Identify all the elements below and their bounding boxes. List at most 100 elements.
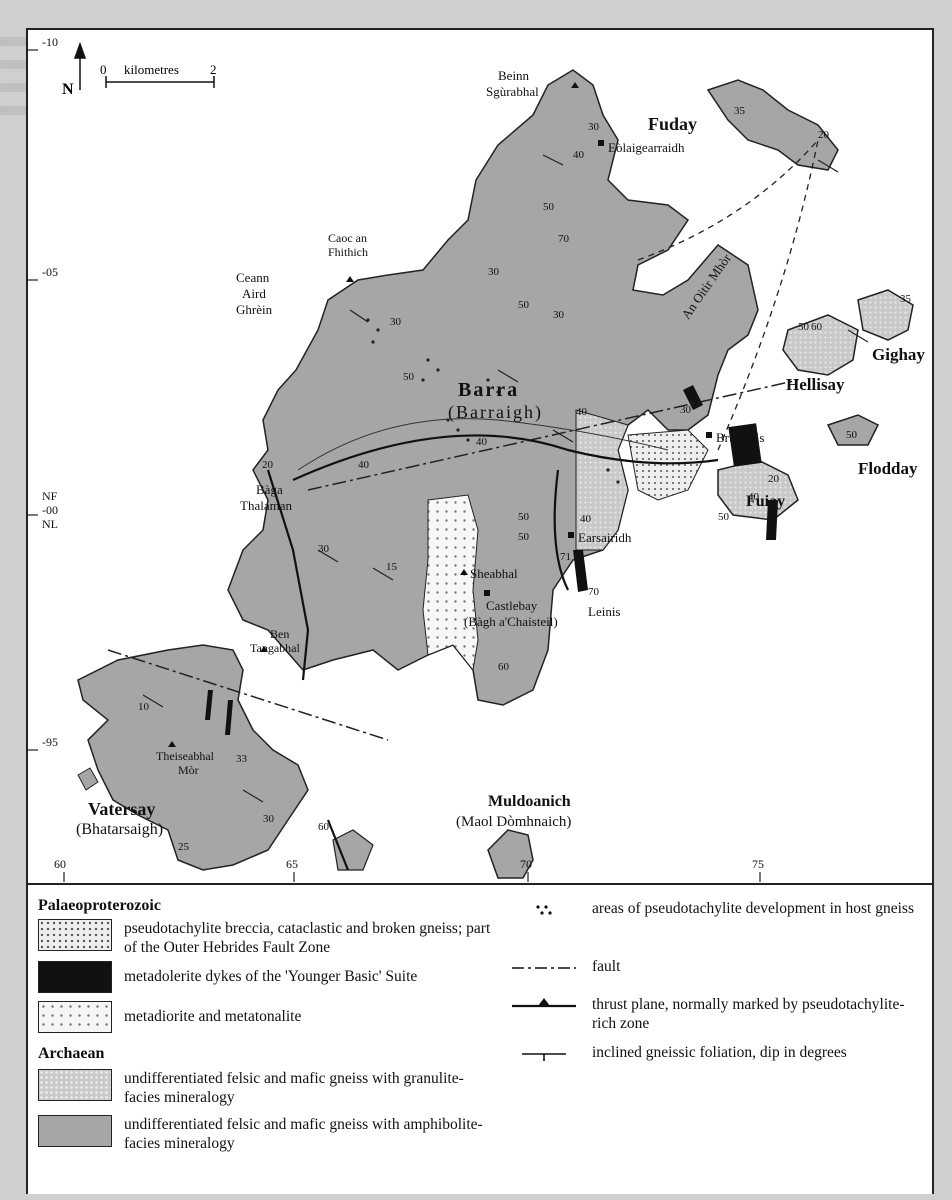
- hill-markers: [168, 82, 579, 747]
- place-label-baga-thalaman: Bàga: [256, 482, 283, 497]
- island-label-vatersay-gaelic: (Bhatarsaigh): [76, 821, 163, 838]
- place-label-castlebay-gaelic: (Bàgh a'Chaisteil): [464, 614, 558, 629]
- legend-label: pseudotachylite breccia, cataclastic and…: [124, 920, 491, 956]
- fuday-island: [706, 79, 839, 171]
- place-label-leinis: Leinis: [588, 604, 621, 619]
- grid-label-bottom: 60: [54, 857, 66, 871]
- grid-label-left: -05: [42, 265, 58, 279]
- grid-label-left: NF: [42, 489, 58, 503]
- island-label-barra-gaelic: (Barraigh): [448, 402, 543, 423]
- dykes: [205, 385, 778, 735]
- muldoanich-island: [487, 829, 534, 879]
- dots-symbol: [536, 905, 552, 915]
- map-legend: Palaeoproterozoic pseudotachylite brecci…: [28, 883, 932, 1194]
- dip-label: 71: [560, 551, 571, 563]
- metadiorite-swatch: [38, 1001, 112, 1033]
- legend-item-dykes: metadolerite dykes of the 'Younger Basic…: [38, 961, 498, 993]
- place-label-caoc-an-fhithich: Caoc an: [328, 231, 367, 245]
- legend-item-amphibolite: undifferentiated felsic and mafic gneiss…: [38, 1115, 498, 1153]
- legend-label: inclined gneissic foliation, dip in degr…: [592, 1044, 847, 1061]
- legend-label: fault: [592, 958, 621, 975]
- north-label: N: [62, 81, 74, 98]
- grid-label-left: -10: [42, 35, 58, 49]
- dip-label: 35: [900, 293, 912, 305]
- dip-label: 40: [748, 491, 760, 503]
- dip-label: 40: [476, 436, 488, 448]
- place-label-theiseabhal-mor: Mòr: [178, 763, 199, 777]
- faults: [107, 379, 799, 741]
- legend-heading-archaean: Archaean: [38, 1045, 105, 1062]
- grid-ticks: [28, 49, 761, 882]
- legend-label: metadiorite and metatonalite: [124, 1008, 302, 1025]
- dip-label: 30: [390, 316, 402, 328]
- scale-bar: [105, 76, 215, 88]
- legend-label: areas of pseudotachylite development in …: [592, 900, 914, 917]
- island-label-muldoanich: Muldoanich: [488, 793, 571, 810]
- dip-label: 40: [576, 406, 588, 418]
- place-label-eolaigearraidh: Eòlaigearraidh: [608, 140, 685, 155]
- island-label-gighay: Gighay: [872, 345, 925, 364]
- foliation-symbol: [522, 1053, 566, 1061]
- amphibolite-swatch: [38, 1115, 112, 1147]
- dip-label: 60: [811, 321, 823, 333]
- hellisay-island: [782, 314, 859, 376]
- dip-label: 50: [846, 429, 858, 441]
- legend-label: undifferentiated felsic and mafic gneiss…: [124, 1116, 483, 1152]
- dip-label: 40: [573, 149, 585, 161]
- place-label-theiseabhal-mor: Theiseabhal: [156, 749, 215, 763]
- granulite-zone: [575, 409, 629, 551]
- grid-label-bottom: 65: [286, 857, 298, 871]
- dip-label: 60: [498, 661, 510, 673]
- dyke-swatch: [38, 961, 112, 993]
- dip-label: 50: [518, 511, 530, 523]
- legend-symbol-pseudotachylite-dots: areas of pseudotachylite development in …: [508, 899, 918, 921]
- an-oitir-mhor-boundary: [637, 137, 820, 451]
- islet: [77, 767, 99, 791]
- legend-item-granulite: undifferentiated felsic and mafic gneiss…: [38, 1069, 498, 1107]
- thrust-planes: [266, 434, 719, 871]
- dip-label: 30: [588, 121, 600, 133]
- scale-start: 0: [100, 62, 107, 77]
- dip-label: 33: [236, 753, 248, 765]
- grid-label-left: -95: [42, 735, 58, 749]
- dip-label: 50: [543, 201, 555, 213]
- place-label-caoc-an-fhithich: Fhithich: [328, 245, 368, 259]
- island-label-barra: Barra: [458, 379, 519, 401]
- fault-symbol: [512, 967, 576, 969]
- dip-label: 30: [318, 543, 330, 555]
- grid-label-left: -00: [42, 503, 58, 517]
- dip-label: 20: [818, 129, 830, 141]
- dip-label: 70: [588, 586, 600, 598]
- barra-island: [227, 69, 759, 706]
- thrust-symbol: [512, 998, 576, 1008]
- dip-label: 40: [358, 459, 370, 471]
- place-label-earsairidh: Earsairidh: [578, 530, 632, 545]
- place-label-beinn-sgurabhal: Beinn: [498, 68, 530, 83]
- legend-symbol-thrust: thrust plane, normally marked by pseudot…: [508, 995, 918, 1033]
- dip-label: 20: [262, 459, 274, 471]
- island-label-hellisay: Hellisay: [786, 375, 845, 394]
- village-markers: [484, 140, 712, 596]
- dip-label: 30: [680, 404, 692, 416]
- dip-label: 10: [138, 701, 150, 713]
- foliation-symbols: [142, 154, 869, 803]
- grid-label-bottom: 70: [520, 857, 532, 871]
- dip-label: 60: [318, 821, 330, 833]
- dip-label: 30: [553, 309, 565, 321]
- place-label-bruairnis: Bruairnis: [716, 430, 764, 445]
- pseudotachylite-swatch: [38, 919, 112, 951]
- place-label-ceann-aird-ghrein: Aird: [242, 286, 266, 301]
- dip-label: 50: [718, 511, 730, 523]
- dip-label: 25: [178, 841, 190, 853]
- scale-unit: kilometres: [124, 62, 179, 77]
- gighay-island: [857, 289, 914, 341]
- legend-heading-palaeoproterozoic: Palaeoproterozoic: [38, 897, 161, 914]
- island-label-flodday: Flodday: [858, 459, 918, 478]
- island-label-fuiay: Fuiay: [746, 493, 785, 510]
- fuiay-island: [717, 459, 799, 521]
- legend-label: undifferentiated felsic and mafic gneiss…: [124, 1070, 464, 1106]
- flodday-island: [826, 414, 880, 446]
